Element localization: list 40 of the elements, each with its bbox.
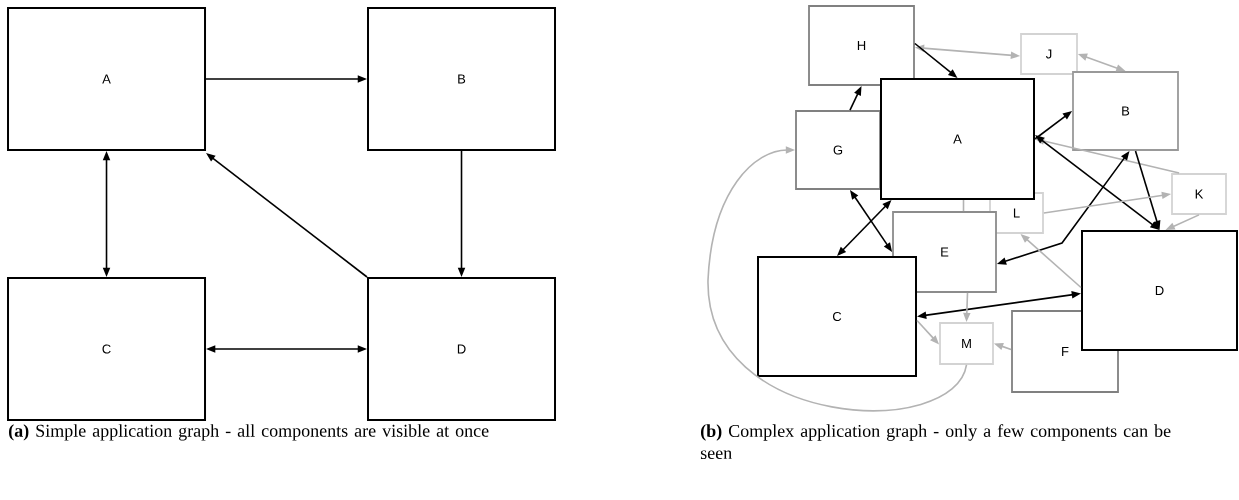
- arrow: [1035, 135, 1160, 230]
- arrow: [993, 343, 1012, 351]
- connector: [962, 199, 965, 212]
- arrow: [914, 44, 1021, 59]
- arrow: [102, 151, 111, 277]
- arrow: [849, 85, 862, 111]
- component-box: J: [1020, 33, 1078, 75]
- arrow: [206, 345, 367, 353]
- arrow: [1134, 150, 1161, 230]
- arrow: [996, 150, 1130, 265]
- component-box: D: [367, 277, 556, 421]
- arrow: [914, 42, 958, 78]
- arrow: [963, 292, 971, 323]
- component-box: C: [7, 277, 206, 421]
- arrow: [206, 153, 368, 278]
- component-box: B: [367, 7, 556, 151]
- caption: (b) Complex application graph - only a few components can be seen: [700, 424, 1171, 460]
- arrow: [457, 150, 466, 277]
- arrow: [1034, 111, 1073, 140]
- arrow: [917, 291, 1081, 319]
- component-box: E: [892, 211, 997, 293]
- arrow: [1043, 191, 1172, 214]
- caption: (a) Simple application graph - all components are visible at once: [9, 424, 489, 441]
- component-box: M: [939, 322, 994, 365]
- arrow: [205, 75, 367, 83]
- arrow: [707, 146, 968, 412]
- arrow: [837, 200, 892, 256]
- arrow: [916, 319, 940, 345]
- component-box: B: [1072, 71, 1179, 151]
- component-box: C: [757, 256, 917, 377]
- component-box: G: [795, 110, 881, 190]
- component-box: D: [1081, 230, 1238, 351]
- arrow: [1035, 137, 1180, 174]
- arrow: [1077, 53, 1126, 72]
- component-box: K: [1171, 173, 1227, 215]
- arrow: [1020, 233, 1082, 289]
- arrow: [850, 189, 893, 252]
- component-box: A: [7, 7, 206, 151]
- arrow: [1165, 214, 1200, 230]
- component-box: H: [808, 5, 915, 86]
